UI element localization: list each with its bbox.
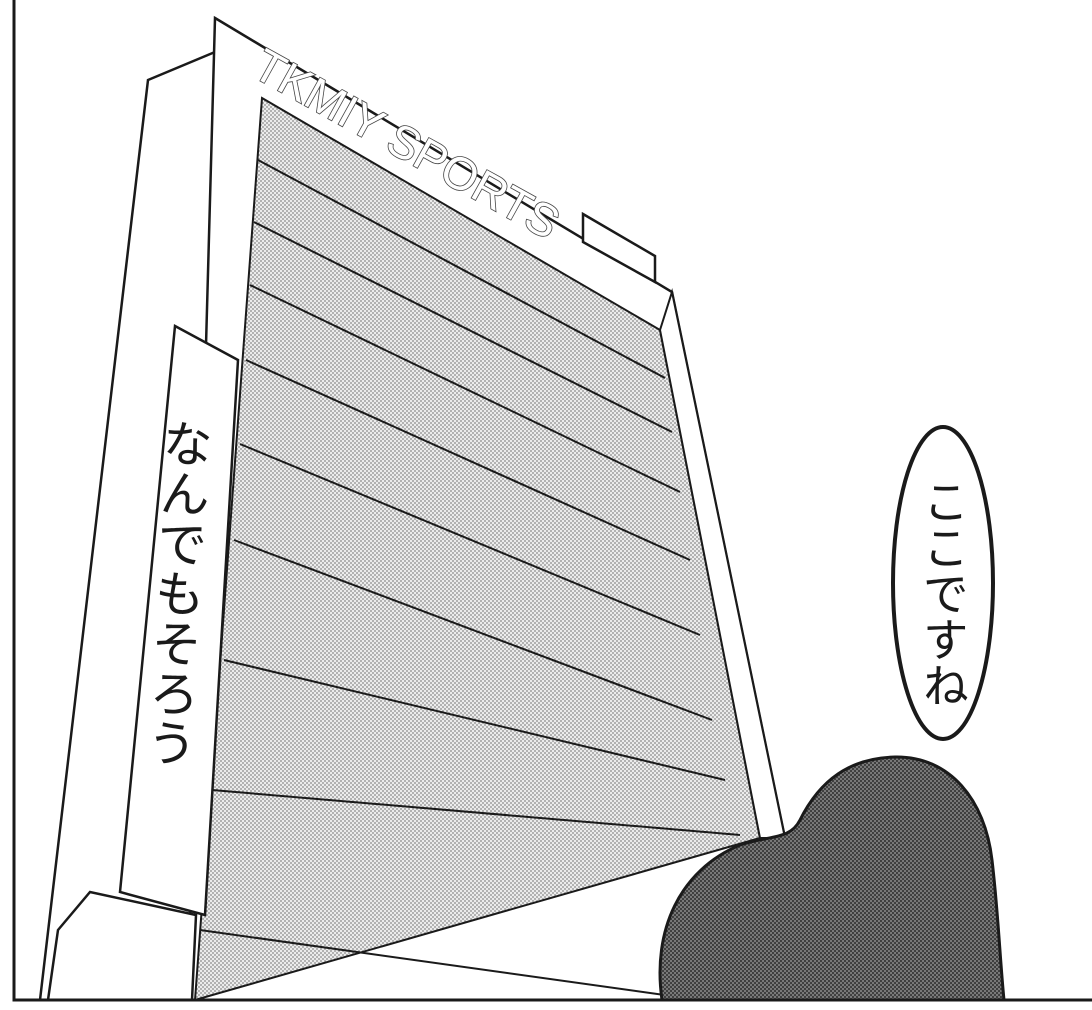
- ground-block: [46, 890, 198, 1000]
- rooftop-box: [581, 211, 657, 285]
- vertical-banner: [118, 324, 240, 917]
- character-silhouette: [658, 755, 1006, 1000]
- speech-bubble: [891, 425, 995, 741]
- floor-lines: [199, 159, 741, 1000]
- speech-bubble-text: ここですね: [916, 478, 970, 708]
- panel-border: [12, 0, 1092, 1002]
